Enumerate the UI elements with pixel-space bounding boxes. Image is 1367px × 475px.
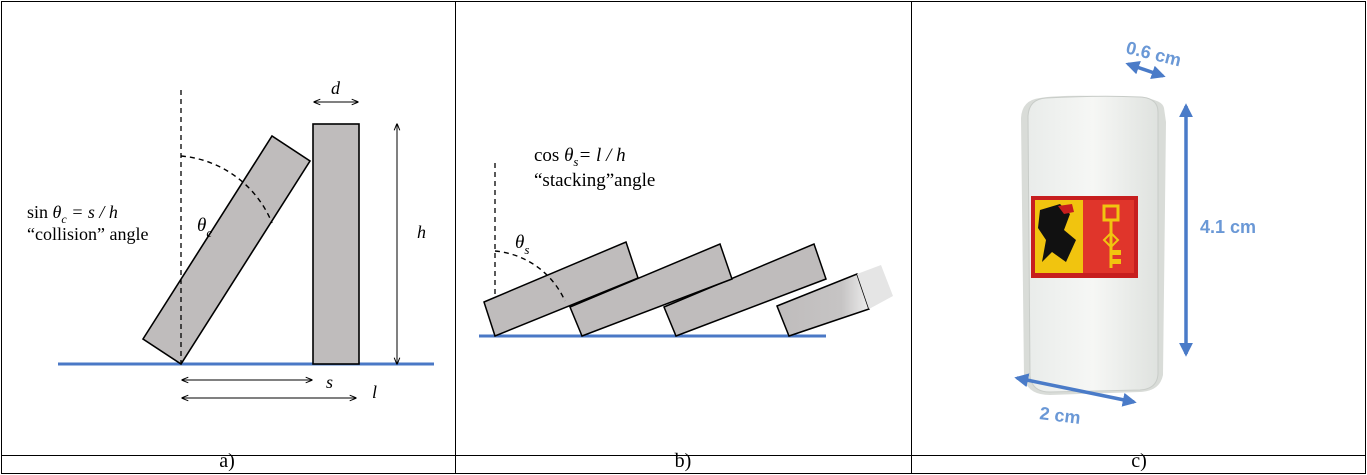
collision-angle-name: “collision” angle [27, 224, 148, 244]
collision-angle-label: θc [197, 215, 212, 240]
height-label: 4.1 cm [1200, 217, 1256, 237]
label-l: l [372, 382, 377, 402]
stacking-angle-label: θs [515, 232, 529, 257]
thickness-arrow [1125, 61, 1166, 79]
stacked-block [569, 242, 733, 337]
key-icon [1102, 204, 1121, 268]
stacking-angle-name: “stacking”angle [534, 170, 655, 191]
panel-c: 0.6 cm 4.1 cm 2 cm c) [1014, 37, 1256, 472]
label-h: h [417, 222, 426, 242]
collision-formula: sin θc = s / h [27, 202, 118, 226]
stacking-formula: cos θs= l / h [534, 145, 626, 169]
stacked-blocks [483, 240, 893, 337]
domino-photo [1021, 95, 1166, 395]
geneva-coat-of-arms [1031, 196, 1138, 278]
width-arrow [1014, 373, 1137, 407]
panel-a: d h s l θc sin θc = s / h “collision” an… [27, 78, 434, 472]
label-s: s [326, 372, 333, 392]
stacked-block [663, 242, 827, 337]
upright-block [312, 123, 360, 365]
stacking-angle-arc [494, 250, 566, 302]
caption-a: a) [219, 450, 235, 472]
label-d: d [331, 78, 341, 98]
stacked-block [483, 240, 639, 337]
eagle-icon [1038, 204, 1076, 262]
stacked-block-fade [857, 265, 893, 309]
caption-c: c) [1131, 450, 1147, 472]
eagle-crown-icon [1058, 204, 1074, 214]
tilted-block [141, 134, 312, 366]
caption-b: b) [675, 450, 692, 472]
panel-b: θs cos θs= l / h “stacking”angle b) [479, 145, 893, 472]
width-label: 2 cm [1039, 403, 1082, 428]
